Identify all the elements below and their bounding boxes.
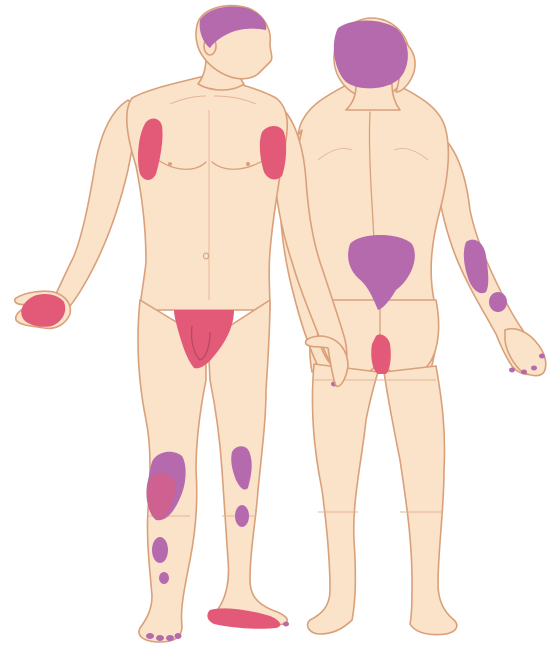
toe-dot-2 (156, 635, 164, 641)
fingernail-dot-2 (521, 370, 527, 375)
back-forearm-lesion (489, 292, 507, 312)
nipple-left (168, 162, 172, 166)
fingernail-dot-1 (509, 368, 515, 373)
front-torso (127, 76, 288, 310)
left-shin-lesion (235, 505, 249, 527)
back-scalp-lesion (334, 21, 408, 89)
back-elbow-lesion (464, 240, 488, 294)
toe-dot-5 (283, 622, 289, 627)
cleft-lesion (371, 334, 391, 374)
front-figure (15, 6, 348, 642)
toe-dot-4 (175, 633, 182, 639)
toe-dot-1 (146, 633, 154, 639)
right-shin-lesion (152, 537, 168, 563)
right-ankle-lesion (159, 572, 169, 584)
back-left-leg (384, 366, 457, 635)
nipple-right (246, 162, 250, 166)
back-right-leg (308, 364, 378, 634)
fingernail-dot-3 (531, 366, 537, 371)
fingernail-dot-4 (539, 354, 545, 359)
toe-dot-3 (166, 635, 174, 641)
